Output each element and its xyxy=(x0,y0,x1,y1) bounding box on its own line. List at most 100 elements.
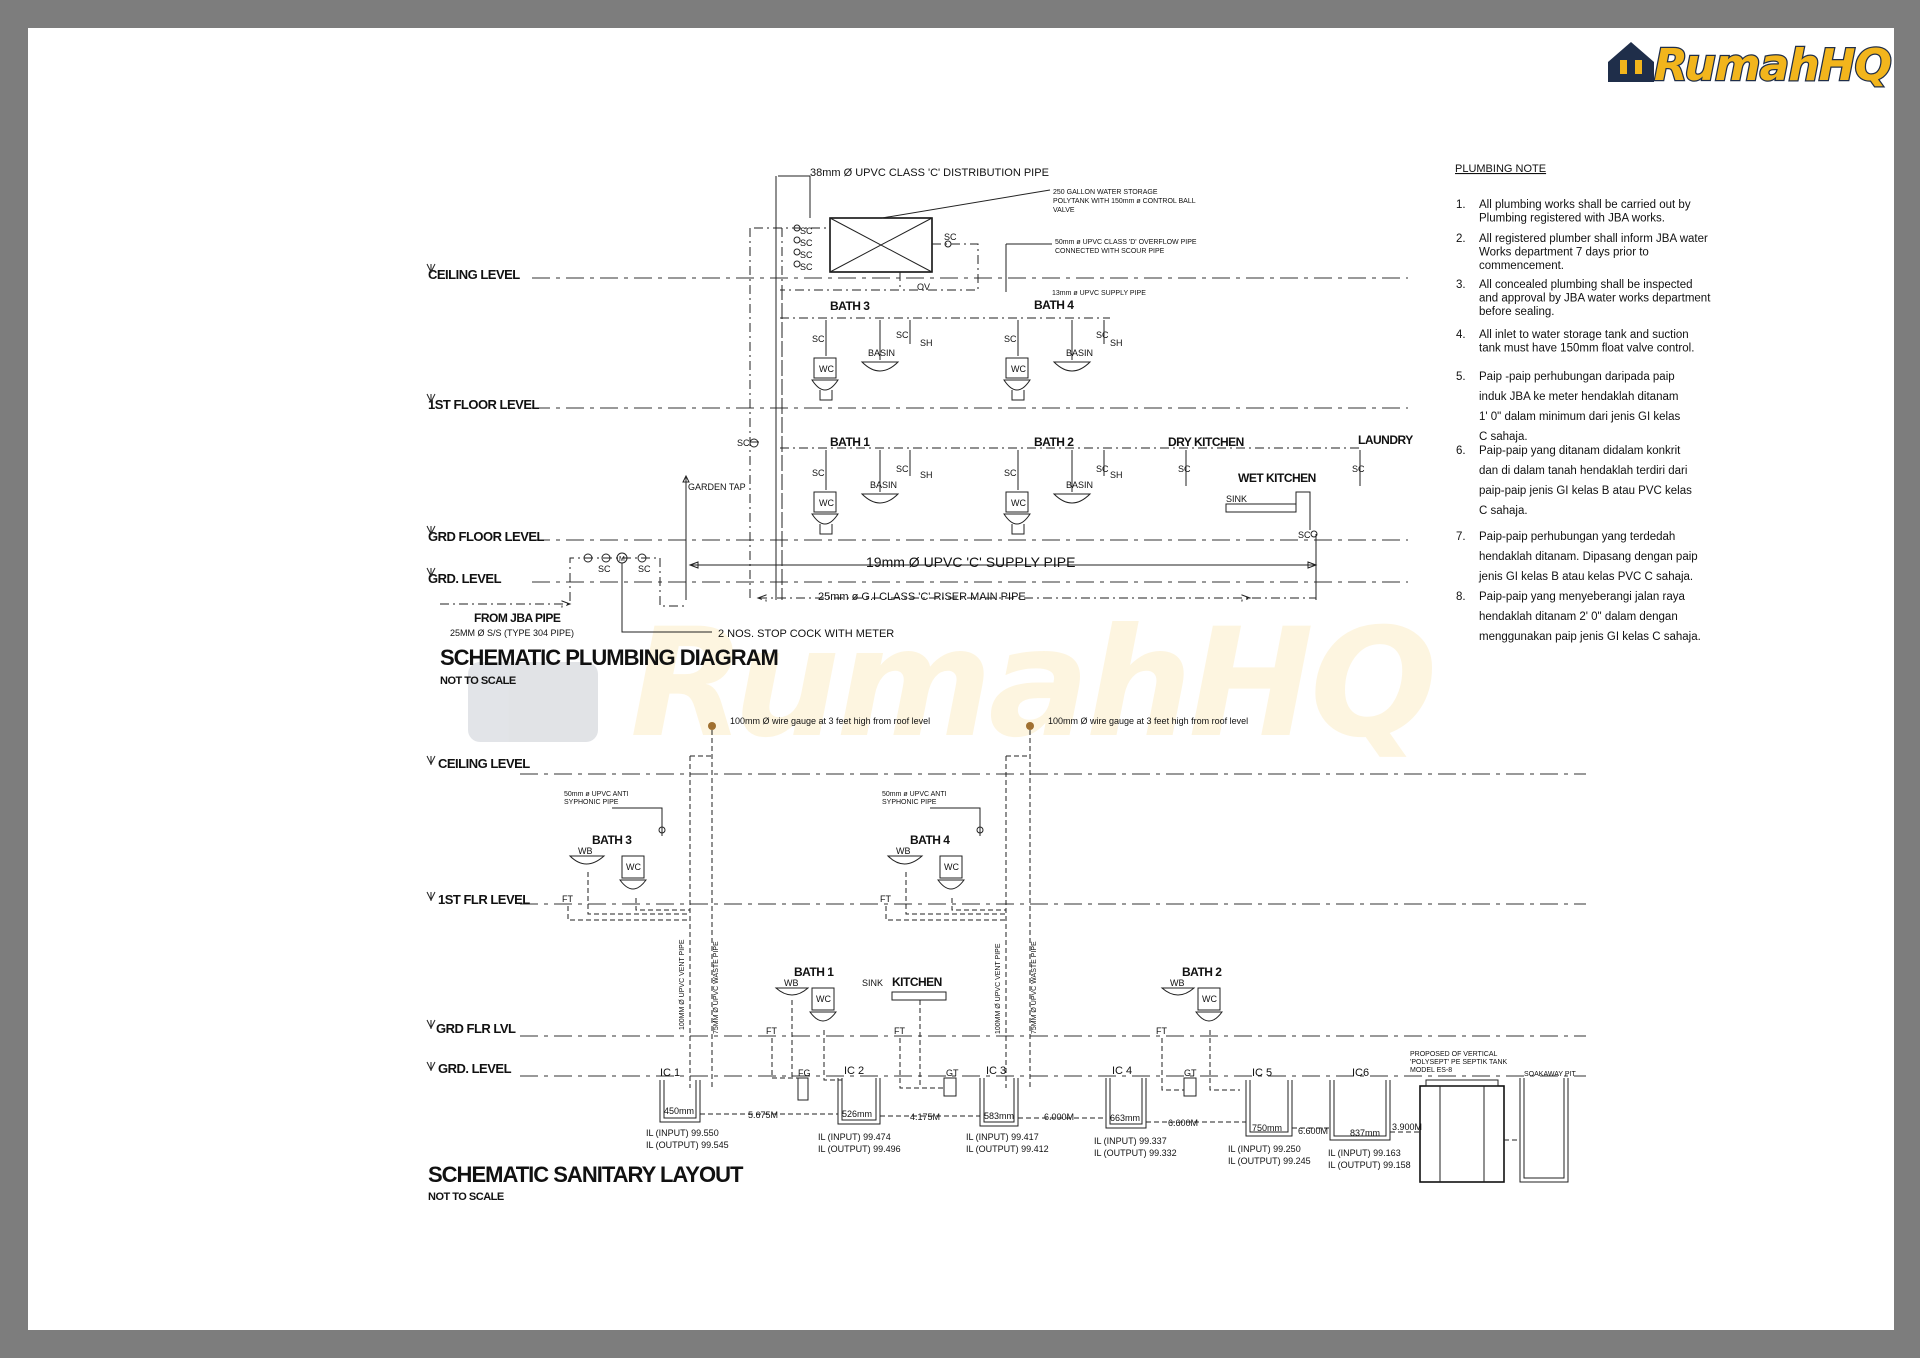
svg-text:100mm Ø wire gauge at 3 feet h: 100mm Ø wire gauge at 3 feet high from r… xyxy=(730,716,930,726)
svg-text:SC: SC xyxy=(800,262,813,272)
svg-text:WC: WC xyxy=(1011,498,1026,508)
san-level-grd: GRD. LEVEL xyxy=(438,1061,512,1076)
sanitary-title: SCHEMATIC SANITARY LAYOUT xyxy=(428,1162,744,1187)
svg-text:SINK: SINK xyxy=(862,978,883,988)
svg-text:BASIN: BASIN xyxy=(1066,348,1093,358)
svg-text:SC: SC xyxy=(638,564,651,574)
svg-text:SC: SC xyxy=(1096,330,1109,340)
note-number: 2. xyxy=(1456,233,1466,245)
svg-text:MODEL ES-8: MODEL ES-8 xyxy=(1410,1067,1452,1074)
svg-text:SC: SC xyxy=(1298,530,1311,540)
svg-text:WC: WC xyxy=(1202,994,1217,1004)
level-grd: GRD. LEVEL xyxy=(428,571,502,586)
note-number: 3. xyxy=(1456,279,1466,291)
svg-text:WC: WC xyxy=(819,498,834,508)
note-line: before sealing. xyxy=(1479,306,1554,318)
svg-text:CONNECTED WITH SCOUR PIPE: CONNECTED WITH SCOUR PIPE xyxy=(1055,248,1165,255)
note-line: 1' 0" dalam minimum dari jenis GI kelas xyxy=(1479,411,1680,423)
room-bath2: BATH 2 xyxy=(1034,435,1074,449)
note-line: paip-paip jenis GI kelas B atau PVC kela… xyxy=(1479,485,1692,497)
svg-text:75MM Ø UPVC WASTE PIPE: 75MM Ø UPVC WASTE PIPE xyxy=(1031,941,1038,1034)
svg-text:4.175M: 4.175M xyxy=(910,1112,940,1122)
svg-text:WC: WC xyxy=(944,862,959,872)
svg-text:SINK: SINK xyxy=(1226,494,1247,504)
stop-cock-label: 2 NOS. STOP COCK WITH METER xyxy=(718,628,894,640)
svg-text:6.600M: 6.600M xyxy=(1168,1118,1198,1128)
svg-text:IL (INPUT) 99.474: IL (INPUT) 99.474 xyxy=(818,1132,891,1142)
svg-text:SH: SH xyxy=(1110,470,1123,480)
svg-text:6.000M: 6.000M xyxy=(1044,1112,1074,1122)
note-number: 6. xyxy=(1456,445,1466,457)
svg-text:50mm ø UPVC ANTI: 50mm ø UPVC ANTI xyxy=(882,791,947,798)
svg-text:SC: SC xyxy=(1178,464,1191,474)
svg-text:BATH 2: BATH 2 xyxy=(1182,965,1222,979)
plumbing-scale: NOT TO SCALE xyxy=(440,675,516,687)
logo: RumahHQ xyxy=(1608,39,1893,92)
svg-text:583mm: 583mm xyxy=(984,1111,1014,1121)
svg-text:SOAKAWAY PIT: SOAKAWAY PIT xyxy=(1524,1071,1576,1078)
svg-text:75MM Ø UPVC WASTE PIPE: 75MM Ø UPVC WASTE PIPE xyxy=(713,941,720,1034)
svg-text:SC: SC xyxy=(1004,334,1017,344)
svg-text:100MM Ø UPVC VENT PIPE: 100MM Ø UPVC VENT PIPE xyxy=(679,939,686,1030)
svg-text:POLYTANK WITH 150mm ø CONTROL: POLYTANK WITH 150mm ø CONTROL BALL xyxy=(1053,198,1196,205)
level-ceiling: CEILING LEVEL xyxy=(428,267,520,282)
plumbing-levels: CEILING LEVEL 1ST FLOOR LEVEL GRD FLOOR … xyxy=(426,263,1408,586)
svg-text:SH: SH xyxy=(920,470,933,480)
svg-text:FT: FT xyxy=(894,1026,905,1036)
svg-text:IC 1: IC 1 xyxy=(660,1067,680,1079)
water-tank: 38mm Ø UPVC CLASS 'C' DISTRIBUTION PIPE … xyxy=(749,167,1360,600)
note-line: hendaklah ditanam 2' 0" dalam dengan xyxy=(1479,611,1678,623)
sanitary-levels: CEILING LEVEL 1ST FLR LEVEL GRD FLR LVL … xyxy=(426,755,1586,1077)
note-line: jenis GI kelas B atau kelas PVC C sahaja… xyxy=(1478,571,1693,583)
note-number: 5. xyxy=(1456,371,1466,383)
svg-text:SC: SC xyxy=(1096,464,1109,474)
supply-pipe-label: 19mm Ø UPVC 'C' SUPPLY PIPE xyxy=(866,554,1075,570)
svg-text:SC: SC xyxy=(1352,464,1365,474)
svg-text:SC: SC xyxy=(812,334,825,344)
svg-text:WB: WB xyxy=(784,978,799,988)
svg-text:FT: FT xyxy=(880,894,891,904)
svg-text:IL (OUTPUT) 99.332: IL (OUTPUT) 99.332 xyxy=(1094,1148,1177,1158)
svg-text:BATH 3: BATH 3 xyxy=(592,833,632,847)
note-number: 8. xyxy=(1456,591,1466,603)
garden-tap-label: GARDEN TAP xyxy=(688,482,746,492)
svg-text:IL (OUTPUT) 99.158: IL (OUTPUT) 99.158 xyxy=(1328,1160,1411,1170)
svg-text:IL (INPUT) 99.417: IL (INPUT) 99.417 xyxy=(966,1132,1039,1142)
svg-text:M: M xyxy=(619,556,625,563)
sanitary-upper-baths: BATH 3 BATH 4 WB WC WB WC FT FT xyxy=(562,833,1006,921)
note-line: tank must have 150mm float valve control… xyxy=(1479,343,1694,355)
room-bath1: BATH 1 xyxy=(830,435,870,449)
svg-text:IL (OUTPUT) 99.412: IL (OUTPUT) 99.412 xyxy=(966,1144,1049,1154)
svg-text:837mm: 837mm xyxy=(1350,1128,1380,1138)
note-line: Paip -paip perhubungan daripada paip xyxy=(1479,371,1675,383)
svg-text:SC: SC xyxy=(944,232,957,242)
note-line: C sahaja. xyxy=(1479,505,1528,517)
svg-text:PROPOSED OF VERTICAL: PROPOSED OF VERTICAL xyxy=(1410,1051,1497,1058)
notes-title: PLUMBING NOTE xyxy=(1455,163,1546,175)
svg-text:FT: FT xyxy=(1156,1026,1167,1036)
jba-pipe-spec: 25MM Ø S/S (TYPE 304 PIPE) xyxy=(450,628,574,638)
svg-text:100MM Ø UPVC VENT PIPE: 100MM Ø UPVC VENT PIPE xyxy=(995,943,1002,1034)
vent-stacks: 100mm Ø wire gauge at 3 feet high from r… xyxy=(564,716,1248,1088)
svg-text:6.600M: 6.600M xyxy=(1298,1126,1328,1136)
svg-text:'POLYSEPT' PE SEPTIK TANK: 'POLYSEPT' PE SEPTIK TANK xyxy=(1410,1059,1508,1066)
note-line: C sahaja. xyxy=(1479,431,1528,443)
notes-list: 1. All plumbing works shall be carried ou… xyxy=(1456,199,1711,643)
svg-text:3.900M: 3.900M xyxy=(1392,1122,1422,1132)
svg-text:663mm: 663mm xyxy=(1110,1113,1140,1123)
svg-text:SC: SC xyxy=(896,464,909,474)
note-line: commencement. xyxy=(1479,260,1564,272)
svg-text:IL (INPUT) 99.550: IL (INPUT) 99.550 xyxy=(646,1128,719,1138)
svg-text:WC: WC xyxy=(1011,364,1026,374)
svg-text:750mm: 750mm xyxy=(1252,1123,1282,1133)
note-line: induk JBA ke meter hendaklah ditanam xyxy=(1479,391,1678,403)
note-line: Paip-paip yang menyeberangi jalan raya xyxy=(1479,591,1685,603)
note-line: All plumbing works shall be carried out … xyxy=(1479,199,1691,211)
svg-text:SC: SC xyxy=(800,250,813,260)
svg-text:GT: GT xyxy=(946,1068,959,1078)
note-number: 1. xyxy=(1456,199,1466,211)
svg-text:526mm: 526mm xyxy=(842,1109,872,1119)
svg-text:BASIN: BASIN xyxy=(1066,480,1093,490)
svg-text:250 GALLON WATER STORAGE: 250 GALLON WATER STORAGE xyxy=(1053,189,1158,196)
note-line: menggunakan paip jenis GI kelas C sahaja… xyxy=(1479,631,1701,643)
